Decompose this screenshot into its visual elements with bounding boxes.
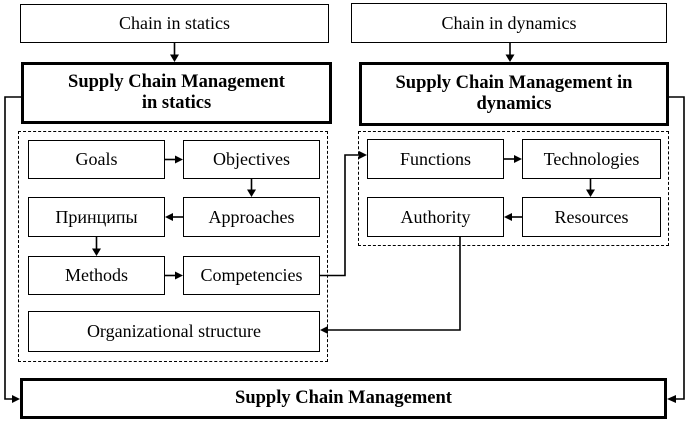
node-organizational-structure: Organizational structure	[28, 311, 320, 352]
node-scm-in-dynamics: Supply Chain Management in dynamics	[359, 62, 669, 126]
node-objectives: Objectives	[183, 140, 320, 179]
node-scm: Supply Chain Management	[20, 378, 667, 419]
node-chain-in-statics: Chain in statics	[20, 4, 329, 43]
node-resources: Resources	[522, 197, 661, 237]
node-authority: Authority	[367, 197, 504, 237]
arrow-chain-dynamics-to-scm-dynamics	[505, 43, 515, 62]
node-methods: Methods	[28, 256, 165, 295]
arrow-authority-to-org-structure	[320, 237, 461, 334]
node-functions: Functions	[367, 139, 504, 179]
node-scm-in-statics: Supply Chain Management in statics	[21, 62, 332, 124]
node-chain-in-dynamics: Chain in dynamics	[351, 3, 667, 43]
arrow-chain-statics-to-scm-statics	[170, 43, 179, 62]
node-competencies: Competencies	[183, 256, 320, 295]
node-principles: Принципы	[28, 197, 165, 237]
node-approaches: Approaches	[183, 197, 320, 237]
arrow-scm-dynamics-to-scm	[667, 96, 685, 403]
node-technologies: Technologies	[522, 139, 661, 179]
node-goals: Goals	[28, 140, 165, 179]
